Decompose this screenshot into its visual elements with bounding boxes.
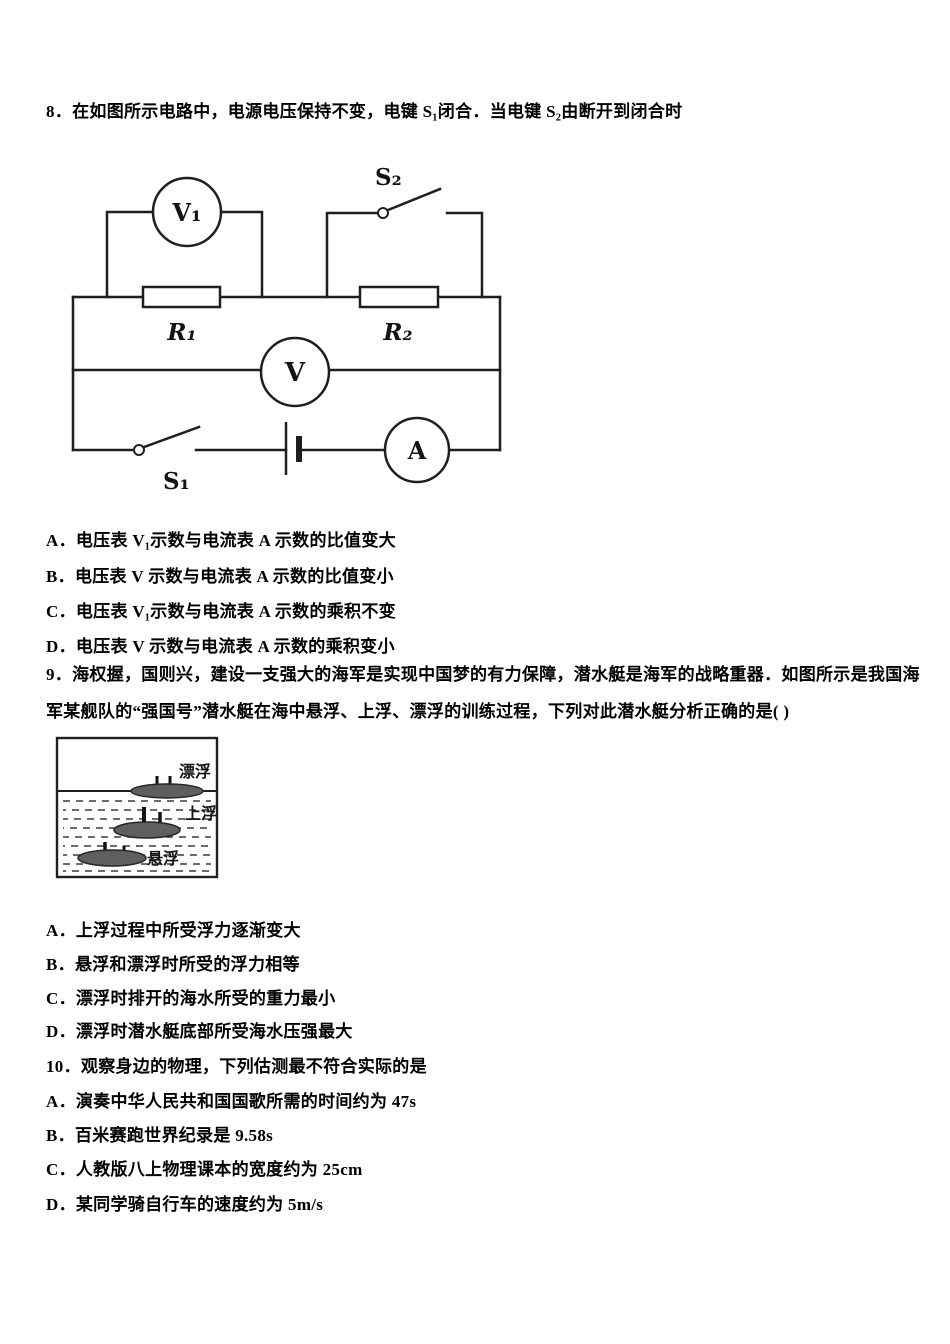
question-8-stem: 8．在如图所示电路中，电源电压保持不变，电键 S₁闭合．当电键 S₂由断开到闭合… [46,102,683,121]
voltmeter-v1-label: V₁ [171,198,201,227]
submarine-floating [130,776,204,799]
float-label: 漂浮 [179,762,211,781]
question-8-option-a: A．电压表 V₁示数与电流表 A 示数的比值变大 [46,531,396,550]
voltmeter-v1 [151,176,223,248]
resistor-r1-label: R₁ [166,319,196,346]
submarine-rising [113,807,181,839]
switch2-pivot [377,207,389,219]
question-9-stem-line2: 军某舰队的“强国号”潜水艇在海中悬浮、上浮、漂浮的训练过程，下列对此潜水艇分析正… [46,702,790,721]
switch2-label: S₂ [375,164,402,191]
water-tank [55,736,219,879]
switch2-blade [386,187,442,212]
question-10-option-b: B．百米赛跑世界纪录是 9.58s [46,1126,274,1145]
suspend-label: 悬浮 [146,849,179,868]
voltmeter-v [259,336,331,408]
circuit-diagram-figure: V₁ V A S₂ S₁ R₁ R₂ [71,164,502,495]
resistor-r1 [141,285,222,309]
question-10-stem: 10．观察身边的物理，下列估测最不符合实际的是 [46,1057,427,1076]
question-9-option-a: A．上浮过程中所受浮力逐渐变大 [46,921,301,940]
switch1-blade [142,425,201,449]
rise-label: 上浮 [185,804,217,823]
switch2-right-wire [445,211,484,299]
voltmeter-v-label: V [284,358,306,388]
question-9-option-c: C．漂浮时排开的海水所受的重力最小 [46,989,336,1008]
question-10-option-a: A．演奏中华人民共和国国歌所需的时间约为 47s [46,1092,417,1111]
question-8-option-c: C．电压表 V₁示数与电流表 A 示数的乘积不变 [46,602,396,621]
switch1-pivot [133,444,145,456]
question-8-option-d: D．电压表 V 示数与电流表 A 示数的乘积变小 [46,637,395,656]
question-9-option-d: D．漂浮时潜水艇底部所受海水压强最大 [46,1022,353,1041]
switch1-label: S₁ [163,468,190,495]
question-9-option-b: B．悬浮和漂浮时所受的浮力相等 [46,955,300,974]
ammeter-a [383,416,451,484]
question-9-stem-line1: 9．海权握，国则兴，建设一支强大的海军是实现中国梦的有力保障，潜水艇是海军的战略… [46,665,920,684]
question-8-option-b: B．电压表 V 示数与电流表 A 示数的比值变小 [46,567,394,586]
question-10-option-d: D．某同学骑自行车的速度约为 5m/s [46,1195,324,1214]
submarine-suspended [77,842,147,867]
resistor-r2 [358,285,440,309]
question-10-option-c: C．人教版八上物理课本的宽度约为 25cm [46,1160,363,1179]
switch2-branch-wire [325,211,380,299]
resistor-r2-label: R₂ [382,319,412,346]
ammeter-a-label: A [407,436,427,465]
submarine-figure: 漂浮 上浮 悬浮 [55,736,219,879]
